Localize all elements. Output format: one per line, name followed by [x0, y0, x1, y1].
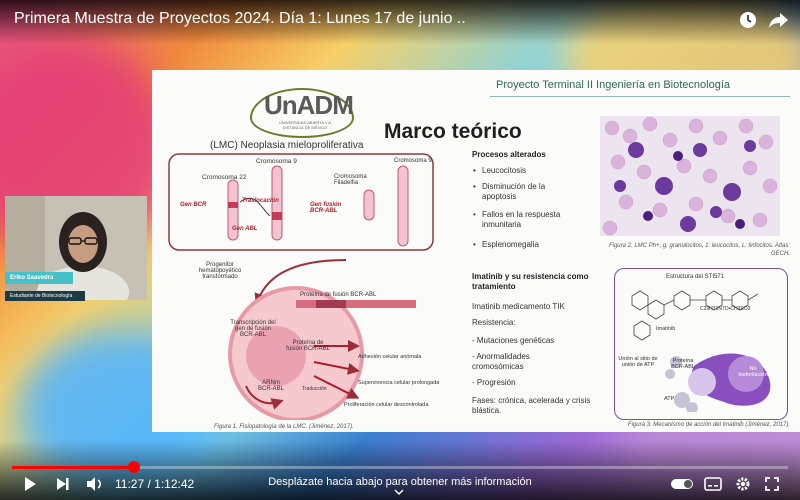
fig1-cromosoma9-right: Cromosoma 9 — [394, 158, 432, 164]
autoplay-toggle[interactable] — [671, 479, 693, 489]
presenter-webcam — [5, 196, 147, 300]
procesos-item: Leucocitosis — [473, 166, 562, 176]
procesos-item: Disminución de la apoptosis — [473, 182, 562, 202]
next-icon[interactable] — [56, 477, 70, 494]
logo-subtext: UNIVERSIDAD ABIERTA Y A DISTANCIA DE MÉX… — [279, 120, 331, 130]
fig1-cromosoma-filadelfia: Cromosoma Filadelfia — [334, 174, 367, 186]
scroll-hint[interactable]: Desplázate hacia abajo para obtener más … — [268, 476, 532, 488]
fig1-gen-fusion: Gen fusión BCR-ABL — [310, 202, 342, 214]
fig1-transcripcion: Transcripción del gen de fusión BCR-ABL — [230, 320, 276, 338]
fig2-blood-smear — [600, 116, 780, 236]
presentation-slide: UnADM UNIVERSIDAD ABIERTA Y A DISTANCIA … — [152, 70, 800, 432]
fig3-estructura: Estructura del STI571 — [666, 274, 725, 280]
fig1-gen-abl: Gen ABL — [232, 226, 258, 232]
fig3-imatinib: Imatinib — [656, 326, 676, 332]
fig3-proteina: Proteína BCR-ABL — [671, 358, 695, 370]
settings-icon[interactable] — [735, 476, 751, 495]
fig1-caption: Figura 1. Fisiopatología de la LMC. (Jim… — [214, 424, 354, 430]
fig1-adhesion: Adhesión celular anómala — [358, 354, 422, 360]
fig3-caption: Figura 3. Mecanismo de acción del Imatin… — [627, 422, 790, 428]
current-time: 11:27 — [115, 477, 145, 491]
time-separator: / — [147, 477, 155, 491]
procesos-item: Esplenomegalia — [473, 240, 582, 250]
fig3-no-fosforilacion: No fosforilación — [738, 366, 768, 378]
share-icon[interactable] — [768, 10, 790, 35]
imatinib-line: - Progresión — [472, 378, 516, 387]
imatinib-title: Imatinib y su resistencia como tratamien… — [472, 272, 589, 291]
fig1-arnm: ARNm BCR-ABL — [257, 380, 284, 392]
fig3-formula: C29H31N7O•CH3SO3 — [700, 306, 751, 312]
fig1-proliferacion: Proliferación celular descontrolada — [344, 402, 429, 408]
volume-icon[interactable] — [86, 477, 104, 494]
fig1-cromosoma9-top: Cromosoma 9 — [256, 158, 297, 165]
fig1-diagram — [168, 153, 434, 420]
fig1-progenitor: Progenitor hematopoyético transformado — [198, 262, 242, 280]
fig3-union: Unión al sitio de unión de ATP — [618, 356, 658, 368]
fig1-traduccion: Traducción — [302, 386, 327, 392]
imatinib-line: Resistencia: — [472, 318, 516, 327]
slide-header: Proyecto Terminal II Ingeniería en Biote… — [496, 79, 730, 91]
fig3-atp: ATP — [664, 396, 675, 402]
fig3-sustrato: Sustrato — [750, 342, 773, 348]
imatinib-line: - Anormalidades cromosómicas — [472, 352, 530, 371]
fig1-proteina-fusion-title: Proteína de fusión BCR-ABL — [300, 292, 377, 298]
presenter-image — [5, 196, 147, 300]
fig3-diagram — [631, 290, 771, 412]
procesos-item: Fallos en la respuesta inmunitaria — [473, 210, 592, 230]
play-icon[interactable] — [22, 476, 38, 495]
video-top-bar — [0, 0, 800, 44]
fig1-proteina-fusion-cell: Proteína de fusión BCR-ABL — [286, 340, 330, 352]
presenter-role: Estudiante de Biotecnología — [5, 291, 85, 301]
fig1-translocacion: Traslocación — [242, 198, 279, 204]
video-title[interactable]: Primera Muestra de Proyectos 2024. Día 1… — [14, 10, 466, 27]
chevron-down-icon[interactable] — [394, 488, 404, 498]
fig2-caption: Figura 2. LMC Ph+, g: granulocitos, 1: l… — [608, 243, 790, 257]
subtitles-icon[interactable] — [704, 477, 722, 494]
progress-fill — [12, 466, 134, 469]
total-time: 1:12:42 — [154, 477, 195, 491]
fig1-gen-bcr: Gen BCR — [180, 202, 207, 208]
time-display: 11:27 / 1:12:42 — [115, 477, 194, 491]
fig1-cromosoma22: Cromosoma 22 — [202, 174, 247, 181]
slide-title: Marco teórico — [384, 120, 522, 143]
imatinib-line: Fases: crónica, acelerada y crisis blást… — [472, 396, 591, 415]
imatinib-line: - Mutaciones genéticas — [472, 336, 555, 345]
presenter-name: Eriko Saavedra — [5, 272, 73, 284]
clock-icon[interactable] — [738, 10, 758, 35]
lmc-label: (LMC) Neoplasia mieloproliferativa — [210, 140, 364, 151]
procesos-title: Procesos alterados — [472, 150, 546, 159]
fullscreen-icon[interactable] — [765, 477, 779, 494]
unadm-logo — [250, 88, 354, 138]
fig1-supervivencia: Supervivencia celular prolongada — [358, 380, 440, 386]
logo-text: UnADM — [264, 90, 354, 120]
imatinib-line: Imatinib medicamento TIK — [472, 302, 565, 311]
progress-bar[interactable] — [12, 466, 788, 469]
header-divider — [490, 96, 790, 97]
fig3-frame — [614, 268, 788, 420]
progress-scrubber[interactable] — [128, 461, 140, 473]
